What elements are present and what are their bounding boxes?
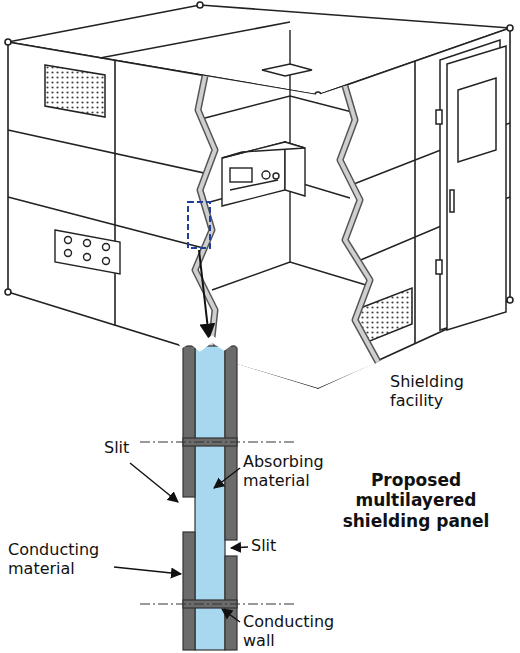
part-label: Slit	[251, 536, 311, 555]
detail-marker	[188, 202, 210, 248]
panel-section	[180, 339, 240, 650]
torn-edge	[195, 76, 378, 362]
part-label: Slit	[104, 438, 164, 457]
part-label: Conducting material	[8, 540, 138, 578]
vent-grille	[45, 65, 105, 117]
door	[436, 40, 506, 330]
leader-line	[114, 463, 248, 622]
wall-opening	[195, 76, 378, 388]
part-label: Conducting wall	[243, 612, 363, 650]
figure-label: Shielding facility	[390, 372, 500, 410]
panel-heading: Proposed multilayered shielding panel	[318, 470, 514, 531]
shielding-room	[5, 2, 513, 388]
detail-arrow	[199, 250, 209, 338]
part-label: Absorbing material	[243, 452, 353, 490]
connector-panel	[55, 230, 120, 274]
